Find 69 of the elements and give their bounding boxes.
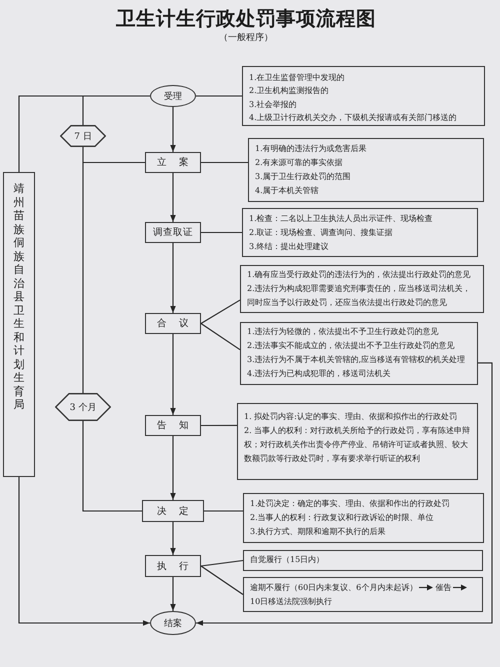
note-item: 2.违法事实不能成立的，依法提出不予卫生行政处罚的意见 [247,340,456,352]
flow-arrow [170,436,176,500]
subtitle: （一般程序） [219,32,273,44]
note-item: 3.违法行为不属于本机关管辖的,应当移送有管辖权的机关处理 [247,354,466,366]
note-box [243,493,484,543]
vertical-label-box: 靖州苗族侗族自治县卫生和计划生育局 [3,172,35,477]
note-item: 2.当事人的权利：行政复议和行政诉讼的时限、单位 [250,512,435,524]
connector-line [201,232,242,234]
duration-hexagon: 7 日 [60,125,106,147]
flow-arrow [170,577,176,611]
connector-line [204,510,243,512]
note-item: 自觉履行（15日内） [250,554,326,566]
note-box [240,322,478,385]
connector-line [200,323,240,350]
process-box: 立案 [145,152,201,173]
note-item: 逾期不履行（60日内未复议、6个月内未起诉） [250,582,418,594]
connector-line [200,566,244,595]
diagram-title: 卫生计生行政处罚事项流程图 [116,7,376,31]
note-item: 3.终结：提出处理建议 [249,241,330,253]
note-item: 2.取证：现场检查、调查询问、搜集证据 [249,227,394,239]
process-box: 合议 [145,313,201,334]
flow-arrow [170,107,176,152]
note-item: 2.卫生机构监测报告的 [249,85,330,98]
connector-line [200,300,240,324]
note-item: 1.处罚决定：确定的事实、理由、依据和作出的行政处罚 [250,498,451,510]
process-box: 执行 [145,555,201,577]
note-item: 1.检查：二名以上卫生执法人员出示证件、现场检查 [249,213,434,225]
note-item: 3.执行方式、期限和逾期不执行的后果 [250,526,387,538]
note-item: 1.违法行为轻微的，依法提出不予卫生行政处罚的意见 [247,326,440,338]
note-item: 10日移送法院强制执行 [250,596,332,608]
flow-arrow [170,522,176,555]
note-item: 催告 [435,582,452,594]
note-box [237,403,478,480]
process-box: 告知 [145,415,201,436]
terminal-oval: 结案 [150,611,196,635]
connector-line [200,560,244,567]
note-item: 3.社会举报的 [249,98,298,111]
note-box [243,577,483,612]
flow-arrow [18,477,150,626]
connector-line [18,95,150,172]
note-item: 1.在卫生监督管理中发现的 [249,72,346,84]
note-item: 4.上级卫计行政机关交办，下级机关报请或有关部门移送的 [249,112,458,124]
connector-line [82,421,142,512]
note-item: 4.违法行为已构成犯罪的，移送司法机关 [247,368,392,380]
flow-arrow [170,334,176,415]
note-box [242,66,485,126]
note-item: 1. 拟处罚内容:认定的事实、理由、依据和拟作出的行政处罚 [244,411,458,423]
note-box [243,550,483,571]
note-item: 1.有明确的违法行为或危害后果 [255,143,368,155]
note-box [240,265,484,313]
connector-line [201,424,237,426]
note-item: 3.属于卫生行政处罚的范围 [255,171,352,183]
flow-arrow [170,243,176,313]
note-box [242,208,478,257]
flow-arrow [196,362,493,626]
note-item: 2. 当事人的权利：对行政机关所给予的行政处罚，享有陈述申辩权；对行政机关作出责令停产停业、吊销许可证或者执照、较大数额罚款等行政处罚时，享有要求举行听证的权利 [244,425,471,465]
flow-arrow [170,173,176,222]
note-item: 2.违法行为构成犯罪需要追究刑事责任的，应当移送司法机关，同时应当予以行政处罚，还应当依法提出行政处罚的意见 [247,283,472,309]
note-box [248,138,484,202]
duration-hexagon: 3 个月 [55,393,111,421]
process-box: 决定 [142,500,204,522]
note-item: 1.确有应当受行政处罚的违法行为的，依法提出行政处罚的意见 [247,269,472,281]
note-item: 4.属于本机关管辖 [255,185,320,197]
note-item: 2.有来源可靠的事实依据 [255,157,344,169]
connector-line [201,162,248,164]
connector-line [196,95,242,97]
process-box: 调查取证 [145,222,201,243]
terminal-oval: 受理 [150,85,196,107]
connector-line [82,162,145,393]
